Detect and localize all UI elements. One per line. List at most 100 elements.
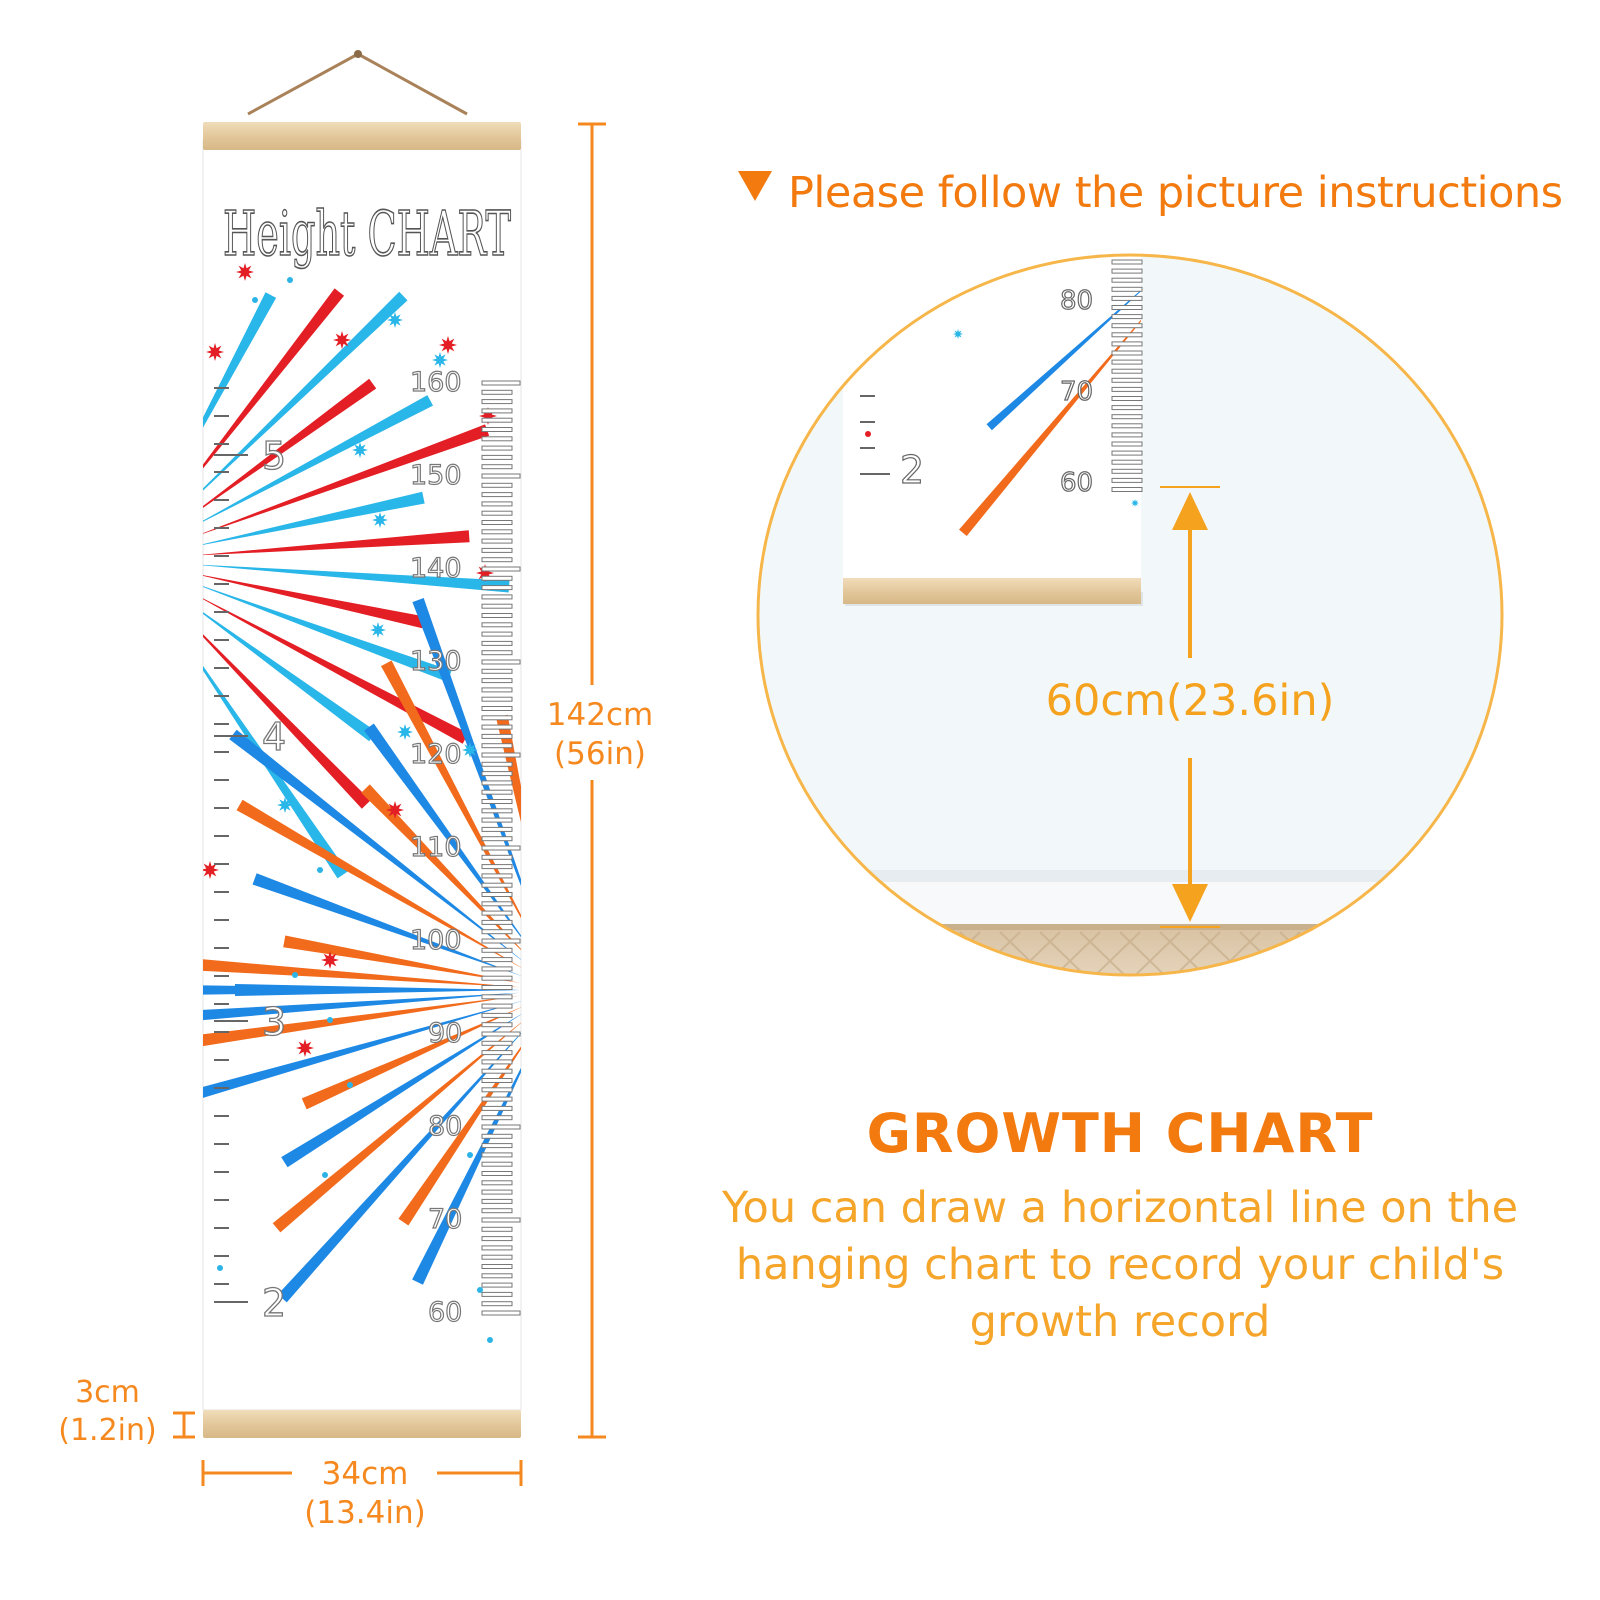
cm-tick-mark (481, 622, 513, 628)
offset-label: 60cm(23.6in) (1045, 676, 1335, 726)
firework-ray (412, 597, 521, 887)
sparkle (321, 951, 339, 969)
floor-board (1359, 931, 1421, 975)
cm-tick-mark (481, 557, 513, 563)
cm-tick-mark (481, 780, 513, 786)
dot (322, 1172, 328, 1178)
cm-tick-mark (481, 640, 513, 646)
floor-board (1319, 931, 1381, 975)
cm-tick-mark (481, 1226, 513, 1232)
floor-board (839, 931, 901, 975)
firework-ray (495, 714, 521, 823)
sparkle (462, 742, 478, 758)
floor-board (1359, 931, 1421, 975)
cm-tick-mark (481, 882, 513, 888)
sparkle (432, 352, 448, 368)
mini-cm-tick (1111, 359, 1143, 365)
cm-tick-mark (481, 529, 513, 535)
sparkle (372, 512, 388, 528)
mini-cm-tick (1111, 405, 1143, 411)
cm-tick-mark (481, 501, 513, 507)
detail-tick-60: 60 (1060, 468, 1093, 498)
cm-tick-mark (481, 808, 513, 814)
floor-board (1439, 931, 1501, 975)
floor-board (799, 931, 861, 975)
rod-dimension-label: 3cm (1.2in) (50, 1374, 165, 1449)
cm-tick-mark (481, 1282, 513, 1288)
cm-tick-mark (481, 1273, 513, 1279)
sparkle (953, 329, 963, 339)
triangle-down-icon (738, 171, 772, 201)
dot (327, 1017, 333, 1023)
floor-board (1479, 931, 1502, 975)
height-chart-canvas (202, 139, 522, 1411)
dot (317, 867, 323, 873)
firework-ray (272, 1022, 521, 1233)
mini-cm-tick (1111, 423, 1143, 429)
cm-tick-mark (481, 826, 513, 832)
cm-tick-mark (481, 1031, 521, 1037)
cm-tick-mark (481, 1133, 513, 1139)
width-dimension-line (201, 1460, 523, 1486)
cm-tick-mark (481, 492, 513, 498)
instruction-text: Please follow the picture instructions (738, 168, 1563, 218)
cm-tick-mark (481, 706, 513, 711)
cm-tick-mark (481, 836, 513, 842)
cm-tick-mark (481, 1245, 513, 1251)
cm-tick-mark (481, 1301, 513, 1307)
cm-tick-mark (481, 1003, 513, 1009)
rod-in: (1.2in) (58, 1412, 157, 1448)
cm-tick-mark (481, 566, 521, 572)
firework-ray (361, 784, 521, 951)
height-cm: 142cm (546, 697, 654, 733)
mini-cm-tick (1111, 368, 1143, 374)
cm-tick-mark (481, 1022, 513, 1028)
firework-ray (986, 273, 1141, 431)
cm-tick-mark (481, 389, 513, 395)
cm-tick-mark (481, 454, 513, 460)
cm-tick-mark (481, 1068, 513, 1074)
rod-dimension-line (173, 1411, 195, 1439)
mini-cm-tick (1111, 277, 1143, 283)
cm-tick-mark (481, 1059, 513, 1065)
sparkle (206, 343, 224, 361)
firework-ray (252, 873, 521, 976)
mini-cm-tick (1111, 459, 1143, 465)
cm-tick-mark (481, 520, 513, 525)
mini-cm-tick (1111, 468, 1143, 474)
firework-ray (283, 935, 521, 984)
detail-tick-70: 70 (1060, 377, 1093, 407)
cm-tick-mark (481, 399, 513, 405)
cm-tick-mark (481, 1161, 513, 1167)
dot (347, 1082, 353, 1088)
top-wooden-rod (203, 122, 521, 150)
firework-ray (203, 292, 277, 428)
cm-tick-mark (481, 1180, 513, 1186)
width-in: (13.4in) (304, 1494, 426, 1531)
firework-ray (203, 959, 521, 988)
cm-tick-mark (481, 854, 513, 860)
cm-tick-mark (481, 1050, 513, 1056)
cm-tick-mark (481, 957, 513, 963)
firework-ray (203, 598, 469, 744)
cm-tick-mark (481, 668, 513, 674)
firework-ray (203, 985, 520, 995)
firework-ray (203, 1001, 521, 1098)
dot (477, 1287, 483, 1293)
growth-chart-title: GROWTH CHART (866, 1102, 1374, 1165)
firework-ray (203, 612, 377, 742)
firework-ray (203, 288, 345, 469)
firework-ray (203, 491, 425, 545)
cm-tick-mark (481, 1152, 513, 1158)
mini-cm-tick (1111, 477, 1143, 483)
growth-chart-description: You can draw a horizontal line on the ha… (721, 1183, 1519, 1347)
mini-cm-tick (1111, 286, 1143, 292)
floor-board (1439, 931, 1501, 975)
instruction-label: Please follow the picture instructions (788, 168, 1563, 218)
sparkle (236, 263, 254, 281)
cm-tick-mark (481, 585, 513, 591)
cm-tick-mark (481, 724, 513, 730)
cm-tick-mark (481, 650, 513, 656)
